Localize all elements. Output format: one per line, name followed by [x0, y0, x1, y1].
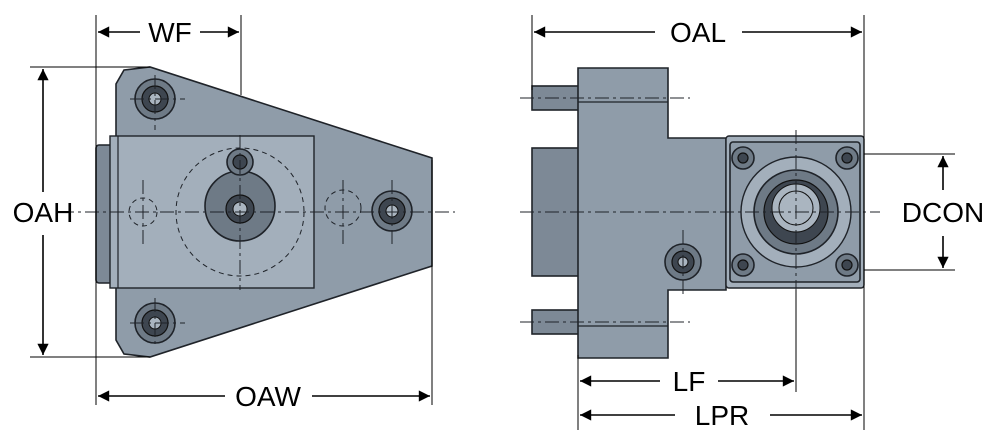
side-dimensions: [531, 15, 955, 430]
label-oah: OAH: [13, 197, 74, 228]
side-main-body: [577, 67, 727, 359]
label-oal: OAL: [670, 17, 726, 48]
label-oaw: OAW: [235, 381, 301, 412]
front-dimensions: [30, 15, 433, 405]
label-lpr: LPR: [695, 400, 749, 431]
label-dcon: DCON: [902, 197, 984, 228]
label-wf: WF: [148, 17, 192, 48]
side-plate-screws: [731, 146, 859, 277]
front-view: [60, 66, 455, 358]
side-view: [520, 67, 880, 359]
label-lf: LF: [673, 366, 706, 397]
